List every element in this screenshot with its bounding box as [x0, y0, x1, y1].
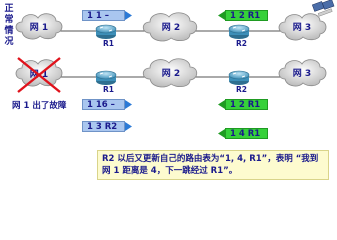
msg-r2-top: 1 2 R1	[225, 10, 268, 21]
arrow-bot-r2-b	[218, 129, 225, 138]
network-cloud-3-top: 网 3	[278, 13, 327, 41]
net3-bottom-label: 网 3	[293, 68, 311, 79]
diagram-canvas: 网 1 R1 网 2 R2 网 3 网 1	[15, 0, 335, 138]
arrow-top-r1	[125, 11, 132, 20]
msg-r1-bottom-b: 1 3 R2	[82, 121, 125, 132]
msg-r1-top: 1 1 –	[82, 10, 125, 21]
router-r2-bottom: R2	[228, 70, 250, 94]
r1-top-label: R1	[103, 39, 114, 48]
net2-top-label: 网 2	[162, 22, 180, 33]
router-r1-top: R1	[95, 24, 117, 48]
arrow-top-r2	[218, 11, 225, 20]
msg-r2-bottom-b: 1 4 R1	[225, 128, 268, 139]
router-r1-bottom: R1	[95, 70, 117, 94]
network-cloud-1-top: 网 1	[15, 13, 63, 40]
network-cloud-1-bottom: 网 1	[15, 59, 63, 87]
explanation-note: R2 以后又更新自己的路由表为“1, 4, R1”，表明 “我到网 1 距离是 …	[97, 150, 329, 180]
network-cloud-3-bottom: 网 3	[278, 59, 327, 87]
arrow-bot-r2-a	[218, 100, 225, 109]
net1-top-label: 网 1	[30, 22, 48, 33]
network-cloud-2-bottom: 网 2	[142, 58, 198, 88]
r2-top-label: R2	[236, 39, 247, 48]
net2-bottom-label: 网 2	[162, 68, 180, 79]
net3-top-label: 网 3	[293, 22, 311, 33]
msg-r2-bottom-a: 1 2 R1	[225, 99, 268, 110]
failure-label: 网 1 出了故障	[12, 101, 67, 111]
r2-bottom-label: R2	[236, 85, 247, 94]
r1-bottom-label: R1	[103, 85, 114, 94]
msg-r1-bottom-a: 1 16 –	[82, 99, 125, 110]
computers-icon	[311, 0, 335, 17]
failure-cross-icon	[17, 57, 61, 93]
router-r2-top: R2	[228, 24, 250, 48]
network-cloud-2-top: 网 2	[142, 12, 198, 42]
arrow-bot-r1-a	[125, 100, 132, 109]
normal-label: 正常情况	[4, 4, 14, 47]
arrow-bot-r1-b	[125, 122, 132, 131]
